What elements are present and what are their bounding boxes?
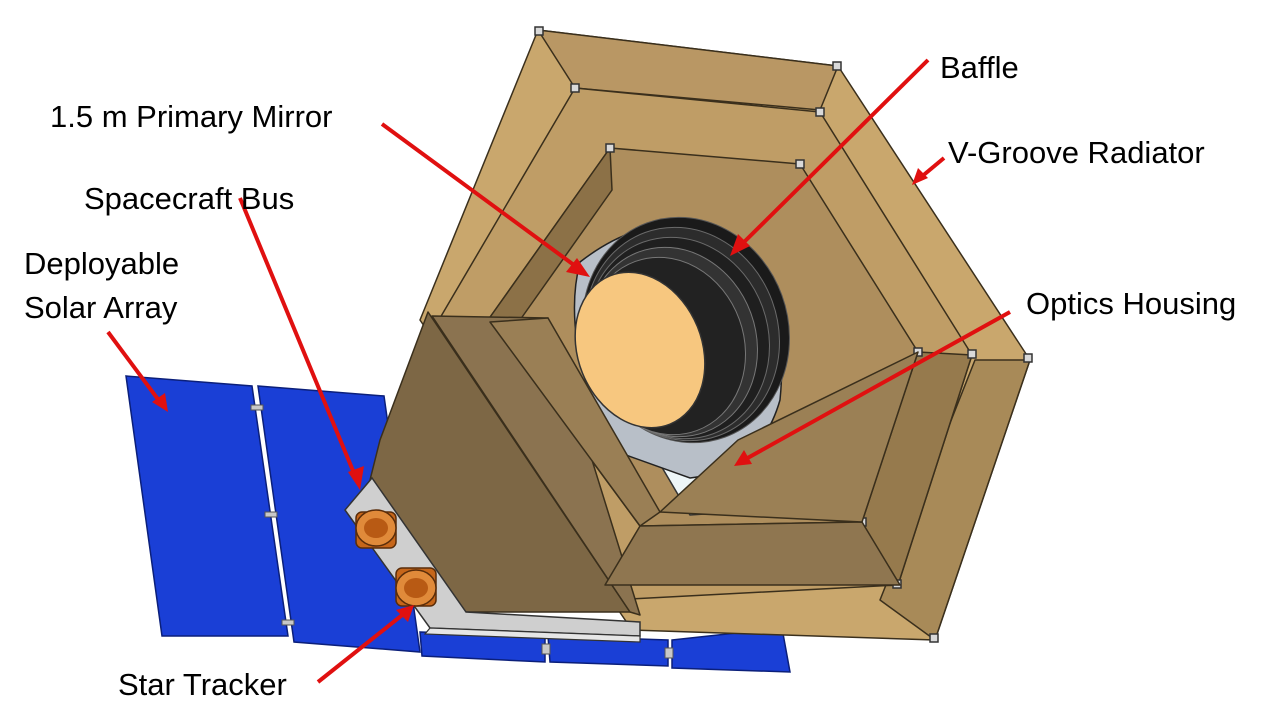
front-panels [369,311,919,616]
arrow-optics-housing-head [734,450,752,466]
label-star-tracker: Star Tracker [118,667,287,702]
solar-hinge-1 [250,404,264,411]
baffle-assembly [573,216,790,516]
primary-mirror [574,271,706,429]
arrow-optics-housing [743,310,1011,462]
arrow-baffle-head [730,234,750,256]
star-trackers [355,509,437,607]
arrow-primary-mirror [380,122,580,270]
arrow-solar-array [106,330,162,404]
label-v-groove-radiator: V-Groove Radiator [948,135,1205,170]
solar-hinge-5 [664,647,674,659]
solar-hinge-2 [264,511,278,518]
callout-arrows [106,58,1011,684]
label-spacecraft-bus: Spacecraft Bus [84,181,294,216]
arrow-baffle [736,58,930,250]
label-solar-array-line2: Solar Array [24,290,178,325]
front-panel-left-face [431,315,641,616]
arrow-spacecraft-bus [238,197,358,479]
arrow-primary-mirror-head [566,258,590,277]
solar-panel-1 [125,375,289,637]
radiator-shell-outer-side [879,359,1031,641]
label-primary-mirror: 1.5 m Primary Mirror [50,99,332,134]
star-tracker-1 [355,509,397,549]
arrow-solar-array-head [152,393,168,412]
labels: 1.5 m Primary Mirror Baffle V-Groove Rad… [24,50,1236,702]
arrow-star-tracker [316,610,408,684]
bus-rail [423,627,641,643]
label-solar-array-line1: Deployable [24,246,179,281]
arrow-spacecraft-bus-head [348,466,364,490]
solar-hinge-3 [281,619,295,626]
front-panel-bottom [604,521,901,586]
solar-hinge-4 [541,643,551,655]
arrow-star-tracker-head [396,605,414,622]
arrow-v-groove-head [912,168,928,185]
label-baffle: Baffle [940,50,1019,85]
label-optics-housing: Optics Housing [1026,286,1236,321]
star-tracker-2 [395,567,437,607]
